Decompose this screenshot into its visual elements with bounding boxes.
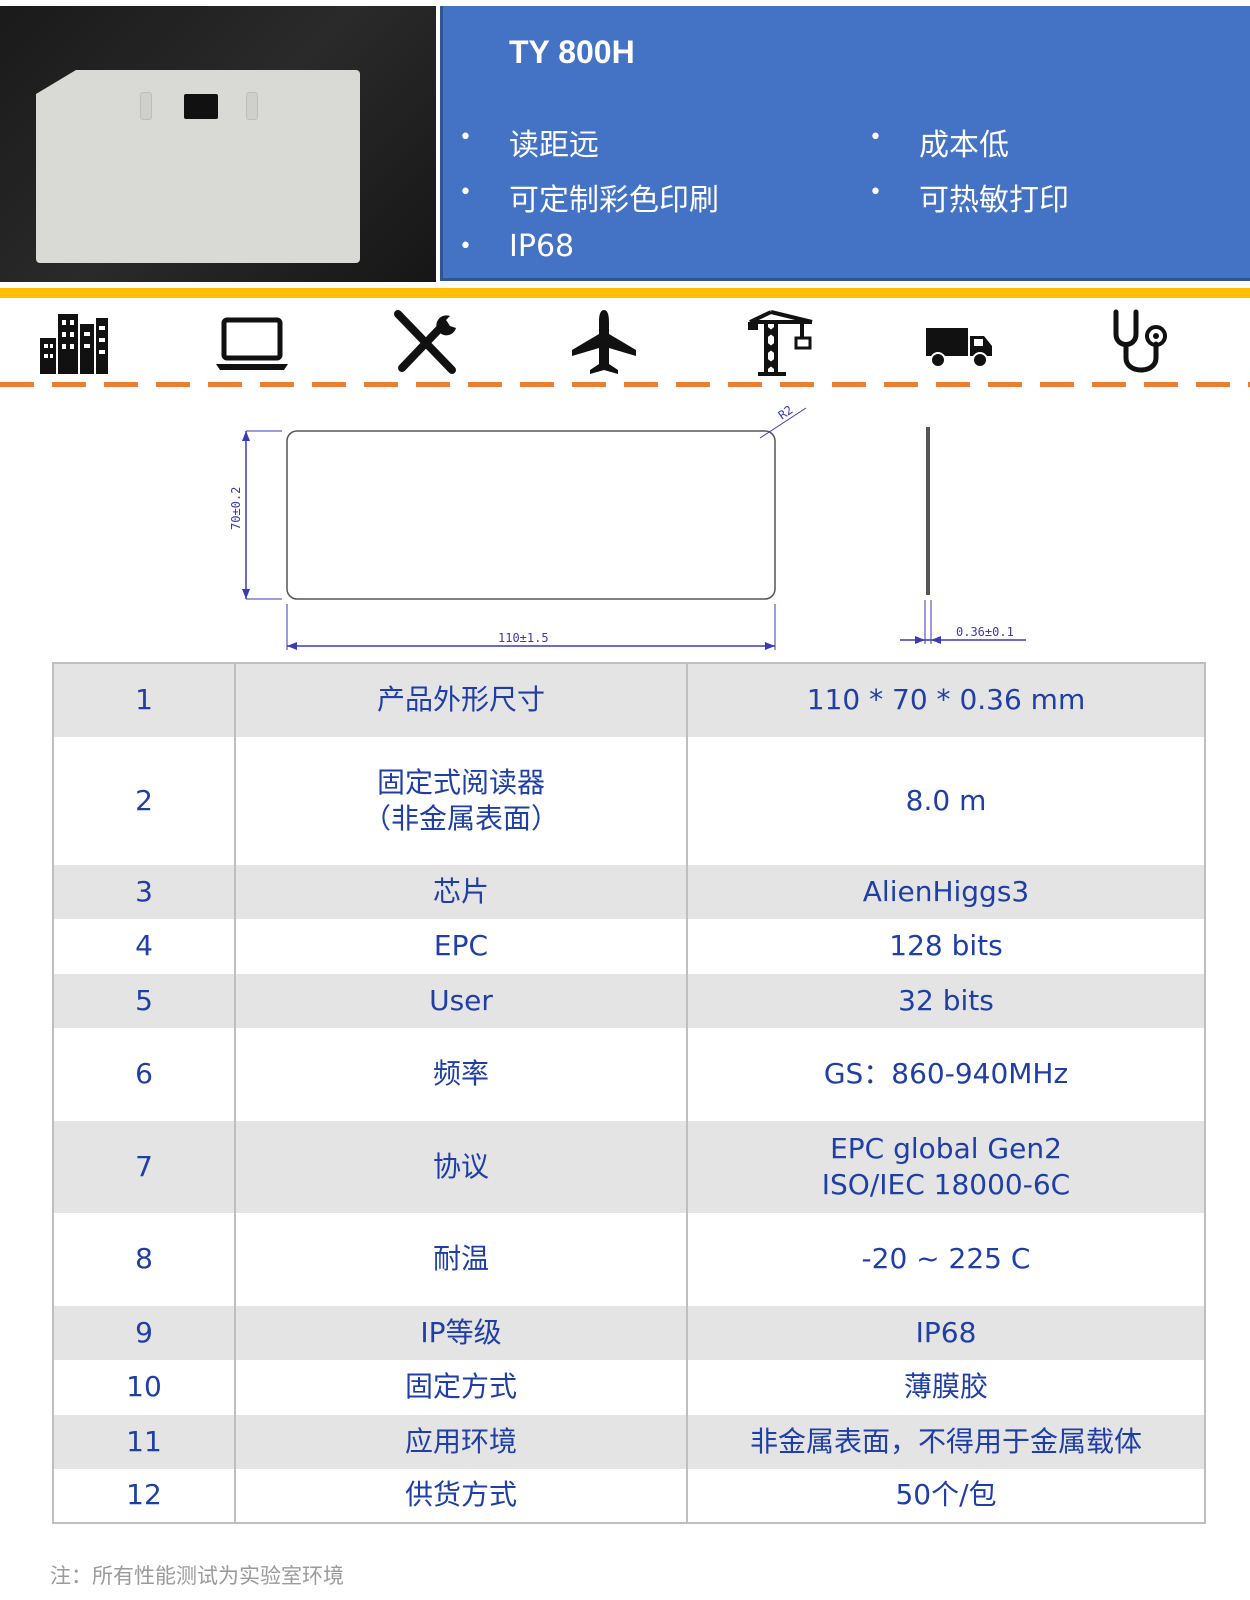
bullet-icon: • xyxy=(459,180,472,205)
feature-item: •成本低 xyxy=(869,120,1009,164)
building-icon xyxy=(40,314,108,374)
truck-icon xyxy=(926,328,992,368)
bullet-icon: • xyxy=(869,125,882,150)
bullet-icon: • xyxy=(869,180,882,205)
row-number-cell: 7 xyxy=(52,1121,236,1213)
row-value-cell: 50个/包 xyxy=(686,1469,1206,1523)
card-slot xyxy=(246,92,258,120)
product-photo xyxy=(0,6,436,282)
stethoscope-icon xyxy=(1113,309,1167,373)
bullet-icon: • xyxy=(459,125,472,150)
row-value-cell: AlienHiggs3 xyxy=(686,865,1206,919)
divider-bar xyxy=(0,288,1250,298)
crane-icon xyxy=(748,310,813,376)
card-side-view xyxy=(926,427,930,595)
row-value-cell: 110 * 70 * 0.36 mm xyxy=(686,663,1206,737)
row-value-cell: 32 bits xyxy=(686,974,1206,1028)
bullet-icon: • xyxy=(459,234,472,259)
feature-item: •IP68 xyxy=(459,229,575,264)
row-item-cell: IP等级 xyxy=(234,1306,688,1360)
row-item-cell: 协议 xyxy=(234,1121,688,1213)
row-value-cell: 128 bits xyxy=(686,919,1206,974)
row-number-cell: 8 xyxy=(52,1213,236,1306)
width-label: 110±1.5 xyxy=(498,631,549,645)
row-item-cell: EPC xyxy=(234,919,688,974)
height-label: 70±0.2 xyxy=(229,487,243,530)
row-item-cell: 耐温 xyxy=(234,1213,688,1306)
row-number-cell: 5 xyxy=(52,974,236,1028)
card-outline xyxy=(286,430,776,600)
card-chip xyxy=(184,94,218,119)
row-value-cell: GS：860-940MHz xyxy=(686,1028,1206,1121)
thickness-label: 0.36±0.1 xyxy=(956,625,1014,639)
row-value-cell: 8.0 m xyxy=(686,737,1206,865)
row-item-cell: User xyxy=(234,974,688,1028)
row-number-cell: 9 xyxy=(52,1306,236,1360)
row-item-cell: 产品外形尺寸 xyxy=(234,663,688,737)
rfid-card-image xyxy=(36,70,360,263)
row-item-cell: 固定方式 xyxy=(234,1360,688,1415)
dashed-divider xyxy=(0,382,1250,387)
row-number-cell: 1 xyxy=(52,663,236,737)
model-title: TY 800H xyxy=(509,34,635,70)
row-value-cell: EPC global Gen2 ISO/IEC 18000-6C xyxy=(686,1121,1206,1213)
tools-icon xyxy=(394,310,456,374)
radius-label: R2 xyxy=(776,403,796,423)
row-value-cell: 薄膜胶 xyxy=(686,1360,1206,1415)
radius-leader xyxy=(759,407,807,439)
row-number-cell: 4 xyxy=(52,919,236,974)
row-number-cell: 3 xyxy=(52,865,236,919)
airplane-icon xyxy=(572,310,636,374)
row-value-cell: IP68 xyxy=(686,1306,1206,1360)
footnote: 注：所有性能测试为实验室环境 xyxy=(50,1564,344,1588)
row-number-cell: 10 xyxy=(52,1360,236,1415)
row-item-cell: 固定式阅读器 （非金属表面） xyxy=(234,737,688,865)
row-value-cell: -20 ~ 225 C xyxy=(686,1213,1206,1306)
row-value-cell: 非金属表面，不得用于金属载体 xyxy=(686,1415,1206,1469)
feature-item: •可热敏打印 xyxy=(869,175,1069,219)
row-item-cell: 芯片 xyxy=(234,865,688,919)
feature-item: •可定制彩色印刷 xyxy=(459,175,719,219)
feature-panel: TY 800H •读距远 •成本低 •可定制彩色印刷 •可热敏打印 •IP68 xyxy=(440,6,1250,281)
row-number-cell: 2 xyxy=(52,737,236,865)
row-item-cell: 频率 xyxy=(234,1028,688,1121)
feature-item: •读距远 xyxy=(459,120,599,164)
row-number-cell: 12 xyxy=(52,1469,236,1523)
row-item-cell: 供货方式 xyxy=(234,1469,688,1523)
row-number-cell: 6 xyxy=(52,1028,236,1121)
dimension-drawing: R2 70±0.2 110±1.5 0.36±0.1 xyxy=(229,403,1026,650)
laptop-icon xyxy=(216,317,288,370)
row-item-cell: 应用环境 xyxy=(234,1415,688,1469)
row-number-cell: 11 xyxy=(52,1415,236,1469)
card-slot xyxy=(140,92,152,120)
